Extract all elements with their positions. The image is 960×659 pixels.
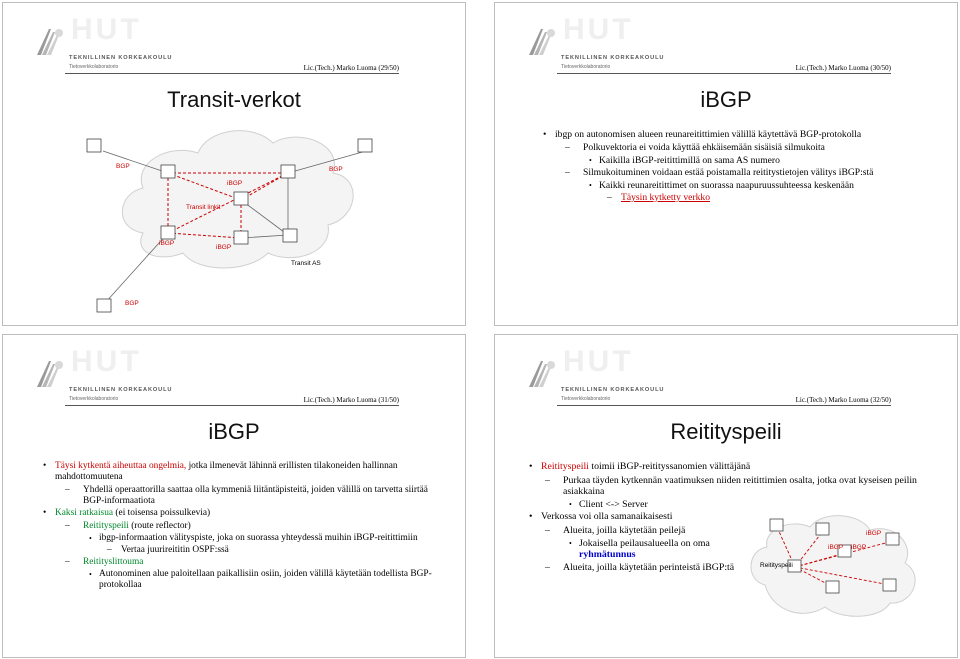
label-ibgp-left: iBGP: [159, 240, 174, 247]
sub-sub-bullet: ibgp-informaation välityspiste, joka on …: [43, 533, 435, 544]
slide-header: HUT TEKNILLINEN KORKEAKOULU Tietoverkkol…: [3, 3, 465, 74]
sub-sub-bullet: Client <-> Server: [523, 499, 937, 511]
slide-body: ibgp on autonomisen alueen reunareititti…: [543, 129, 927, 204]
header-rule: [557, 405, 891, 406]
label-reflector: Reitityspeili: [760, 562, 793, 569]
lab-name: Tietoverkkolaboratorio: [69, 396, 119, 402]
school-name: TEKNILLINEN KORKEAKOULU: [561, 55, 665, 61]
slide-author: Lic.(Tech.) Marko Luoma (31/50): [303, 396, 399, 404]
slide-title: Transit-verkot: [167, 87, 301, 112]
sub-bullet: Reitityslittouma: [43, 557, 435, 568]
label-bgp-right: BGP: [329, 166, 343, 173]
label-ibgp-c: iBGP: [851, 544, 866, 551]
cloud-shape: [750, 515, 916, 617]
slide-title: iBGP: [208, 419, 260, 444]
slide-31: HUT TEKNILLINEN KORKEAKOULU Tietoverkkol…: [2, 334, 466, 658]
slide-29: HUT TEKNILLINEN KORKEAKOULU Tietoverkkol…: [2, 2, 466, 326]
slide-30: HUT TEKNILLINEN KORKEAKOULU Tietoverkkol…: [494, 2, 958, 326]
sub-bullet: Purkaa täyden kytkennän vaatimuksen niid…: [523, 475, 937, 498]
bullet: ibgp on autonomisen alueen reunareititti…: [543, 129, 927, 141]
header-rule: [65, 405, 399, 406]
hut-logo-icon: [529, 29, 555, 55]
sub-bullet: Reitityspeili (route reflector): [43, 521, 435, 532]
label-ibgp-top: iBGP: [227, 180, 242, 187]
lab-name: Tietoverkkolaboratorio: [561, 64, 611, 70]
sub-sub-bullet: Kaikki reunareitittimet on suorassa naap…: [543, 180, 927, 192]
bullet: Verkossa voi olla samanaikaisesti: [523, 511, 937, 523]
bullet: Täysi kytkentä aiheuttaa ongelmia, jotka…: [43, 461, 435, 483]
sub-bullet: Silmukoituminen voidaan estää poistamall…: [543, 167, 927, 179]
ghost-logo-text: HUT: [71, 13, 142, 46]
label-transit-links: Transit linkit: [186, 204, 221, 211]
ghost-logo-text: HUT: [563, 345, 634, 378]
slide-body: Täysi kytkentä aiheuttaa ongelmia, jotka…: [43, 461, 435, 592]
slide-header: HUT TEKNILLINEN KORKEAKOULU Tietoverkkol…: [495, 3, 957, 74]
router-icons: [86, 138, 373, 313]
slide-32: HUT TEKNILLINEN KORKEAKOULU Tietoverkkol…: [494, 334, 958, 658]
slide-title: Reitityspeili: [670, 419, 782, 444]
school-name: TEKNILLINEN KORKEAKOULU: [561, 387, 665, 393]
hut-logo-icon: [529, 361, 555, 387]
label-ibgp-b: iBGP: [828, 544, 843, 551]
school-name: TEKNILLINEN KORKEAKOULU: [69, 387, 173, 393]
label-transit-as: Transit AS: [291, 260, 321, 267]
full-mesh-link[interactable]: Täysin kytketty verkko: [621, 192, 710, 204]
label-bgp-left: BGP: [116, 163, 130, 170]
slide-title: iBGP: [700, 87, 752, 112]
slide-author: Lic.(Tech.) Marko Luoma (32/50): [795, 396, 891, 404]
ghost-logo-text: HUT: [563, 13, 634, 46]
slide-header: HUT TEKNILLINEN KORKEAKOULU Tietoverkkol…: [3, 335, 465, 406]
header-rule: [65, 73, 399, 74]
bullet: Kaksi ratkaisua (ei toisensa poissulkevi…: [43, 508, 435, 519]
sub-sub-bullet: Autonominen alue paloitellaan paikallisi…: [43, 569, 435, 591]
sub-bullet: Alueita, joilla käytetään peilejä: [523, 525, 937, 537]
sub-bullet: Yhdellä operaattorilla saattaa olla kymm…: [43, 485, 435, 507]
sub-bullet: Polkuvektoria ei voida käyttää ehkäisemä…: [543, 142, 927, 154]
slide-author: Lic.(Tech.) Marko Luoma (29/50): [303, 64, 399, 72]
bullet: Reitityspeili toimii iBGP-reitityssanomi…: [523, 461, 937, 473]
transit-network-diagram: BGP BGP BGP iBGP iBGP iBGP Transit linki…: [86, 130, 373, 313]
school-name: TEKNILLINEN KORKEAKOULU: [69, 55, 173, 61]
lab-name: Tietoverkkolaboratorio: [69, 64, 119, 70]
slide-body: Reitityspeili toimii iBGP-reitityssanomi…: [523, 461, 937, 574]
sub-sub-bullet: Jokaisella peilausalueella on omaryhmätu…: [523, 538, 739, 561]
label-bgp-bottom: BGP: [125, 300, 139, 307]
lab-name: Tietoverkkolaboratorio: [561, 396, 611, 402]
sub-bullet: Alueita, joilla käytetään perinteistä iB…: [523, 562, 763, 574]
label-ibgp-mid: iBGP: [216, 244, 231, 251]
hut-logo-icon: [37, 29, 63, 55]
sub-sub-sub-bullet: Vertaa juurireititin OSPF:ssä: [43, 545, 435, 556]
header-rule: [557, 73, 891, 74]
slide-header: HUT TEKNILLINEN KORKEAKOULU Tietoverkkol…: [495, 335, 957, 406]
ghost-logo-text: HUT: [71, 345, 142, 378]
sub-sub-bullet: Kaikilla iBGP-reitittimillä on sama AS n…: [543, 155, 927, 167]
hut-logo-icon: [37, 361, 63, 387]
slide-author: Lic.(Tech.) Marko Luoma (30/50): [795, 64, 891, 72]
